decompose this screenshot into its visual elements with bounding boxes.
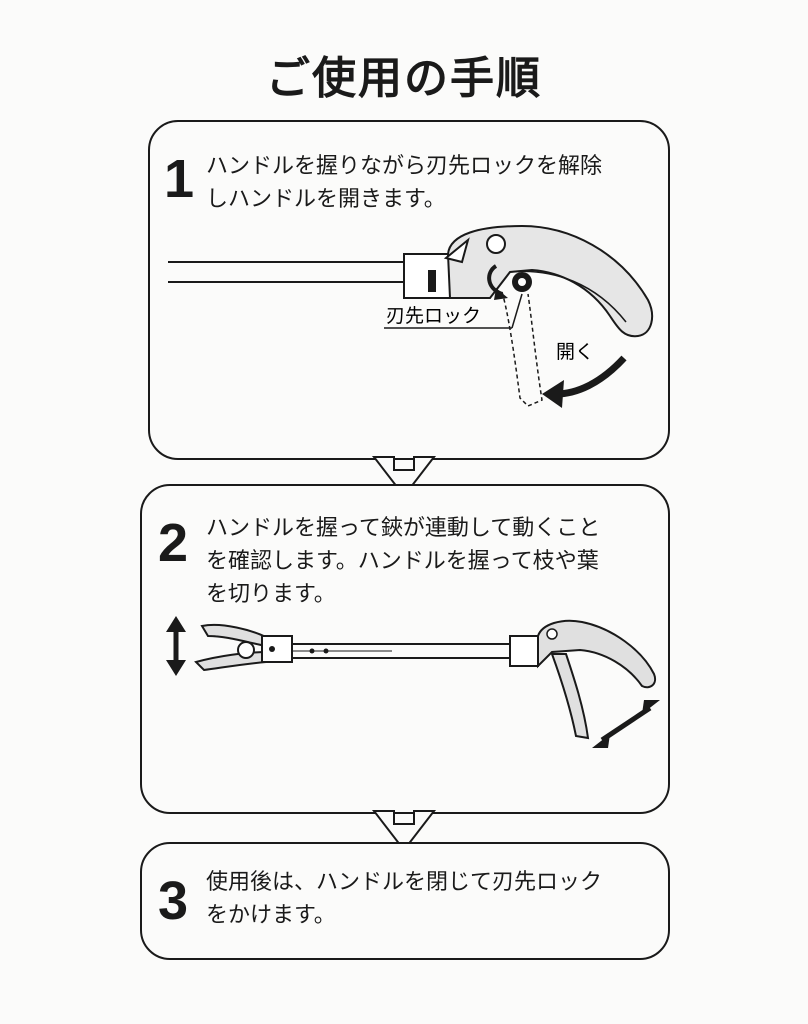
step-2-card: 2 ハンドルを握って鋏が連動して動くこと を確認します。ハンドルを握って枝や葉 … xyxy=(140,484,670,814)
step-3-number: 3 xyxy=(158,871,189,931)
step-3-text: 使用後は、ハンドルを閉じて刃先ロック をかけます。 xyxy=(206,866,602,932)
warning-triangle-icon xyxy=(443,237,470,264)
step-2-text: ハンドルを握って鋏が連動して動くこと を確認します。ハンドルを握って枝や葉 を切… xyxy=(206,512,600,611)
open-lever-dashed xyxy=(501,291,543,407)
step-1-illustration: 刃先ロック 開く xyxy=(168,224,654,408)
open-callout-label: 開く xyxy=(556,341,594,363)
open-direction-arrow-icon xyxy=(555,355,627,398)
upper-blade xyxy=(200,623,270,648)
pole xyxy=(168,261,406,283)
up-down-arrow-icon xyxy=(166,616,186,676)
handle-lever xyxy=(550,653,590,740)
lower-blade xyxy=(194,650,270,672)
pivot-icon xyxy=(486,234,506,254)
step-1-text: ハンドルを握りながら刃先ロックを解除 しハンドルを開きます。 xyxy=(206,150,602,216)
step-1-card: 1 ハンドルを握りながら刃先ロックを解除 しハンドルを開きます。 刃先ロック 開… xyxy=(148,120,670,460)
step-1-number: 1 xyxy=(164,149,195,209)
page-title: ご使用の手順 xyxy=(266,53,542,104)
step-2-line-1: ハンドルを握って鋏が連動して動くこと xyxy=(206,516,601,541)
step-2-number: 2 xyxy=(158,513,189,573)
step-2-line-3: を切ります。 xyxy=(206,582,336,607)
step-2-illustration xyxy=(166,616,660,748)
step-1-line-2: しハンドルを開きます。 xyxy=(206,187,446,212)
handle-head xyxy=(537,619,656,689)
step-1-line-1: ハンドルを握りながら刃先ロックを解除 xyxy=(206,154,603,179)
lock-callout-label: 刃先ロック xyxy=(386,305,481,327)
step-3-line-2: をかけます。 xyxy=(206,903,336,928)
pole xyxy=(292,643,512,659)
step-3-card: 3 使用後は、ハンドルを閉じて刃先ロック をかけます。 xyxy=(140,842,670,960)
handle-head xyxy=(446,224,654,338)
step-3-line-1: 使用後は、ハンドルを閉じて刃先ロック xyxy=(206,870,603,895)
step-2-line-2: を確認します。ハンドルを握って枝や葉 xyxy=(206,549,599,574)
collar xyxy=(403,253,451,299)
diagonal-double-arrow-icon xyxy=(592,700,660,748)
